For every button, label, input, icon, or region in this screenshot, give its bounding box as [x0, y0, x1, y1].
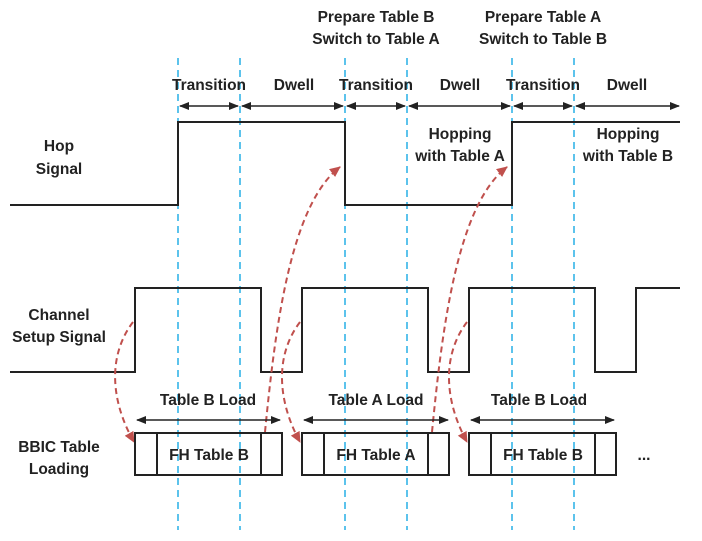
- transition-label: Transition: [172, 77, 246, 94]
- transition-label: Transition: [506, 77, 580, 94]
- bbic-table-loading: BBIC Table Loading Table B Load Table A …: [18, 392, 650, 478]
- switch-to-table-a-label: Switch to Table A: [312, 31, 439, 48]
- prepare-table-a-label: Prepare Table A: [485, 9, 601, 26]
- channel-setup-label-line1: Channel: [28, 307, 89, 324]
- table-load-label: Table B Load: [491, 392, 587, 409]
- table-load-block: [468, 432, 617, 476]
- top-labels: Prepare Table B Switch to Table A Prepar…: [312, 9, 607, 48]
- fh-table-label: FH Table B: [503, 447, 583, 464]
- table-load-label: Table B Load: [160, 392, 256, 409]
- hopping-table-a-label-line1: Hopping: [429, 126, 492, 143]
- table-load-label: Table A Load: [328, 392, 423, 409]
- load-to-hop-arrow: [431, 166, 508, 433]
- hopping-table-b-label-line1: Hopping: [597, 126, 660, 143]
- dwell-label: Dwell: [607, 77, 647, 94]
- timing-labels: Transition Dwell Transition Dwell Transi…: [172, 77, 647, 94]
- fh-table-label: FH Table B: [169, 447, 249, 464]
- hop-signal-label-line1: Hop: [44, 138, 74, 155]
- prepare-table-b-label: Prepare Table B: [318, 9, 435, 26]
- dependency-arrows: [114, 166, 508, 443]
- channel-to-load-arrow: [448, 321, 468, 443]
- hopping-table-a-label-line2: with Table A: [414, 148, 505, 165]
- hop-signal-label-line2: Signal: [36, 161, 83, 178]
- bbic-label-line2: Loading: [29, 461, 89, 478]
- transition-label: Transition: [339, 77, 413, 94]
- dwell-label: Dwell: [440, 77, 480, 94]
- fh-table-label: FH Table A: [336, 447, 415, 464]
- channel-to-load-arrow: [281, 321, 301, 443]
- ellipsis-label: ...: [638, 447, 651, 464]
- channel-to-load-arrow: [114, 321, 135, 443]
- bbic-label-line1: BBIC Table: [18, 439, 100, 456]
- switch-to-table-b-label: Switch to Table B: [479, 31, 607, 48]
- table-load-block: [301, 432, 450, 476]
- dwell-label: Dwell: [274, 77, 314, 94]
- hop-signal: Hop Signal Hopping with Table A Hopping …: [10, 121, 680, 206]
- channel-setup-waveform: [10, 287, 680, 373]
- hop-signal-waveform: [10, 121, 680, 206]
- channel-setup-signal: Channel Setup Signal: [10, 287, 680, 373]
- load-to-hop-arrow: [264, 166, 341, 433]
- table-load-block: [134, 432, 283, 476]
- channel-setup-label-line2: Setup Signal: [12, 329, 106, 346]
- hopping-table-b-label-line2: with Table B: [582, 148, 673, 165]
